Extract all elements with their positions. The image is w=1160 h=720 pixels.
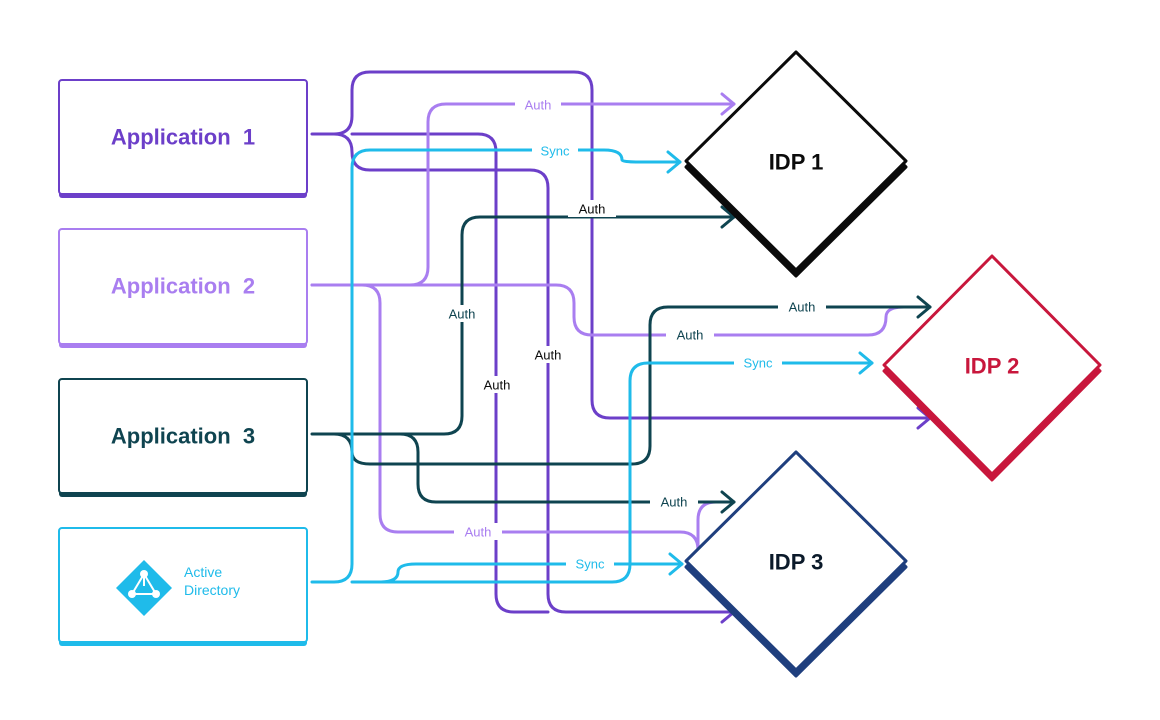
- connector-app1-idp2: [310, 70, 932, 420]
- app3-box[interactable]: Application 3: [58, 378, 308, 497]
- app1-box[interactable]: Application 1: [58, 79, 308, 198]
- edge-label-ad-idp1: Sync: [541, 144, 570, 159]
- idp3-diamond[interactable]: IDP 3: [684, 450, 908, 678]
- connector-app2-idp3: [360, 283, 732, 552]
- edge-label-app2-idp3: Auth: [465, 525, 492, 540]
- app2-label: Application 2: [111, 274, 255, 299]
- edge-label-app3-idp3: Auth: [661, 495, 688, 510]
- connector-app2-idp2: [310, 283, 906, 337]
- arrowhead-app3-idp1: [720, 205, 736, 229]
- arrowhead-app2-idp1: [720, 92, 736, 116]
- connector-app1-idp3-a: [332, 132, 736, 614]
- connector-ad-idp2: [350, 361, 874, 584]
- connector-app2-idp1: [310, 102, 736, 287]
- connector-ad-idp1: [310, 148, 682, 584]
- app1-label: Application 1: [111, 125, 255, 150]
- edge-label-app2-idp2: Auth: [677, 328, 704, 343]
- idp1-label: IDP 1: [769, 150, 824, 175]
- edge-label-app3-idp1: Auth: [449, 307, 476, 322]
- edge-label-app1-idp3: Auth: [484, 378, 511, 393]
- edge-label-app3-idp2: Auth: [789, 300, 816, 315]
- arrowhead-ad-idp2: [858, 351, 874, 375]
- idp2-label: IDP 2: [965, 354, 1020, 379]
- arrowhead-app3-idp3: [720, 490, 736, 514]
- app2-box[interactable]: Application 2: [58, 228, 308, 348]
- arrowhead-app3-idp2: [916, 295, 932, 319]
- arrowhead-ad-idp1: [666, 150, 682, 174]
- connector-app1-idp3-b: [350, 132, 550, 614]
- active-directory-icon: [116, 560, 172, 616]
- edge-label-ad-idp3: Sync: [576, 557, 605, 572]
- edge-label-app2-idp1: Auth: [525, 98, 552, 113]
- idp1-diamond[interactable]: IDP 1: [684, 50, 908, 278]
- edge-label-app1-idp1: Auth: [579, 202, 606, 217]
- connector-ad-idp3: [378, 562, 684, 584]
- edge-label-ad-idp2: Sync: [744, 356, 773, 371]
- arrowhead-ad-idp3: [668, 552, 684, 576]
- ad-label-line2: Directory: [184, 582, 240, 598]
- active-directory-box[interactable]: Active Directory: [58, 527, 308, 646]
- idp2-diamond[interactable]: IDP 2: [882, 254, 1102, 482]
- app3-label: Application 3: [111, 424, 255, 449]
- ad-label-line1: Active: [184, 564, 222, 580]
- edge-label-app1-idp2: Auth: [535, 348, 562, 363]
- idp3-label: IDP 3: [769, 550, 824, 575]
- connector-app3-idp3: [398, 432, 736, 504]
- connector-app3-idp2: [332, 305, 932, 466]
- connector-app3-idp1: [310, 215, 736, 436]
